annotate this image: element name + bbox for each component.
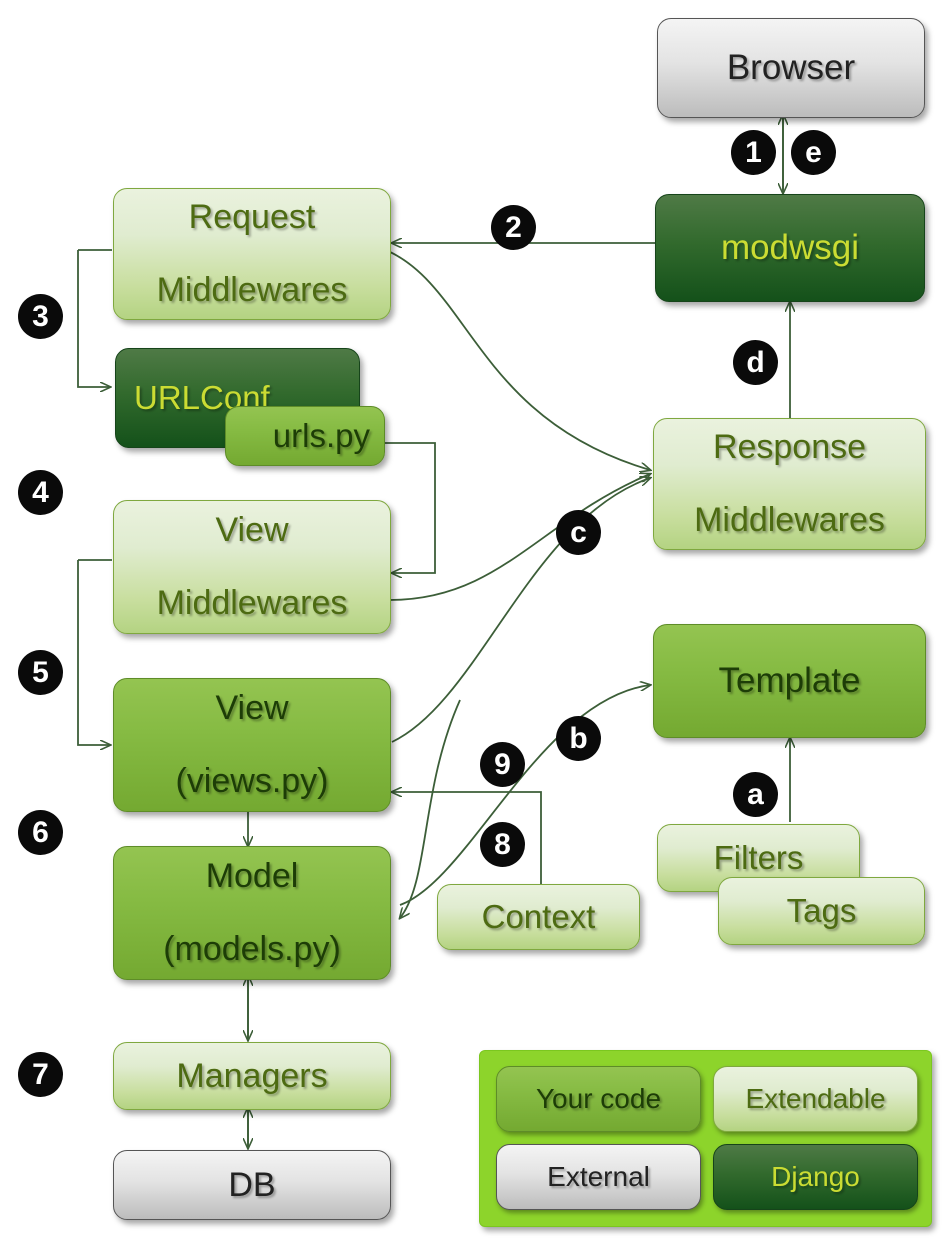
node-tags[interactable]: Tags [718,877,925,945]
badge-4-label: 4 [32,475,49,509]
badge-e-label: e [805,135,822,169]
legend-item-django-label: Django [771,1160,860,1192]
label-line-2: (models.py) [163,930,341,969]
node-db[interactable]: DB [113,1150,391,1220]
badge-d-label: d [746,345,765,379]
badge-b: b [556,716,601,761]
node-view-middlewares-label: View Middlewares [157,512,348,622]
badge-c-label: c [570,515,587,549]
node-view[interactable]: View (views.py) [113,678,391,812]
wire-viewmw-response [389,474,650,601]
badge-3-label: 3 [32,299,49,333]
badge-4: 4 [18,470,63,515]
label-line-1: Request [188,197,316,236]
badge-9: 9 [480,742,525,787]
label-line-1: Model [205,856,299,895]
node-template[interactable]: Template [653,624,926,738]
node-request-middlewares[interactable]: Request Middlewares [113,188,391,320]
node-browser-label: Browser [726,48,856,88]
node-response-middlewares[interactable]: Response Middlewares [653,418,926,550]
badge-2-label: 2 [505,210,522,244]
wire-3-request-urlconf [77,250,110,387]
node-browser[interactable]: Browser [657,18,925,118]
legend-item-external-label: External [547,1160,650,1192]
node-context-label: Context [481,898,596,936]
legend-item-extendable[interactable]: Extendable [713,1066,918,1132]
label-line-1: Response [712,427,867,466]
badge-6-label: 6 [32,815,49,849]
label-line-2: (views.py) [175,762,329,801]
node-modwsgi-label: modwsgi [720,228,860,268]
label-line-2: Middlewares [156,584,348,623]
node-managers[interactable]: Managers [113,1042,391,1110]
badge-8: 8 [480,822,525,867]
node-urls-py-label: urls.py [272,417,370,455]
legend-item-django[interactable]: Django [713,1144,918,1210]
wire-c-request-response [389,251,650,470]
node-filters-label: Filters [713,839,804,877]
badge-7-label: 7 [32,1057,49,1091]
wire-5-viewmw-view [77,560,110,745]
node-model[interactable]: Model (models.py) [113,846,391,980]
badge-9-label: 9 [494,747,511,781]
badge-5: 5 [18,650,63,695]
badge-e: e [791,130,836,175]
node-modwsgi[interactable]: modwsgi [655,194,925,302]
node-managers-label: Managers [176,1056,328,1095]
badge-b-label: b [569,721,588,755]
label-line-1: View [215,688,289,727]
badge-d: d [733,340,778,385]
badge-2: 2 [491,205,536,250]
badge-1-label: 1 [745,135,762,169]
node-template-label: Template [718,661,861,701]
legend-item-external[interactable]: External [496,1144,701,1210]
label-line-1: View [215,510,289,549]
legend-item-extendable-label: Extendable [745,1082,886,1114]
node-tags-label: Tags [786,892,857,930]
legend-item-your-code[interactable]: Your code [496,1066,701,1132]
node-context[interactable]: Context [437,884,640,950]
badge-8-label: 8 [494,827,511,861]
label-line-2: Middlewares [694,501,885,540]
wire-c-view-response [391,478,650,743]
node-view-middlewares[interactable]: View Middlewares [113,500,391,634]
badge-3: 3 [18,294,63,339]
wire-urlspy-viewmw [385,442,436,573]
badge-1: 1 [731,130,776,175]
badge-7: 7 [18,1052,63,1097]
legend: Your code Extendable External Django [479,1050,932,1227]
node-urls-py[interactable]: urls.py [225,406,385,466]
node-request-middlewares-label: Request Middlewares [157,199,348,309]
node-model-label: Model (models.py) [163,858,341,968]
node-view-label: View (views.py) [175,690,328,800]
legend-item-your-code-label: Your code [535,1082,662,1114]
wire-b-model-template [399,685,650,906]
node-db-label: DB [228,1165,276,1204]
badge-5-label: 5 [32,655,49,689]
node-response-middlewares-label: Response Middlewares [694,429,885,539]
badge-6: 6 [18,810,63,855]
label-line-2: Middlewares [156,271,348,310]
badge-a-label: a [747,777,764,811]
badge-c: c [556,510,601,555]
badge-a: a [733,772,778,817]
